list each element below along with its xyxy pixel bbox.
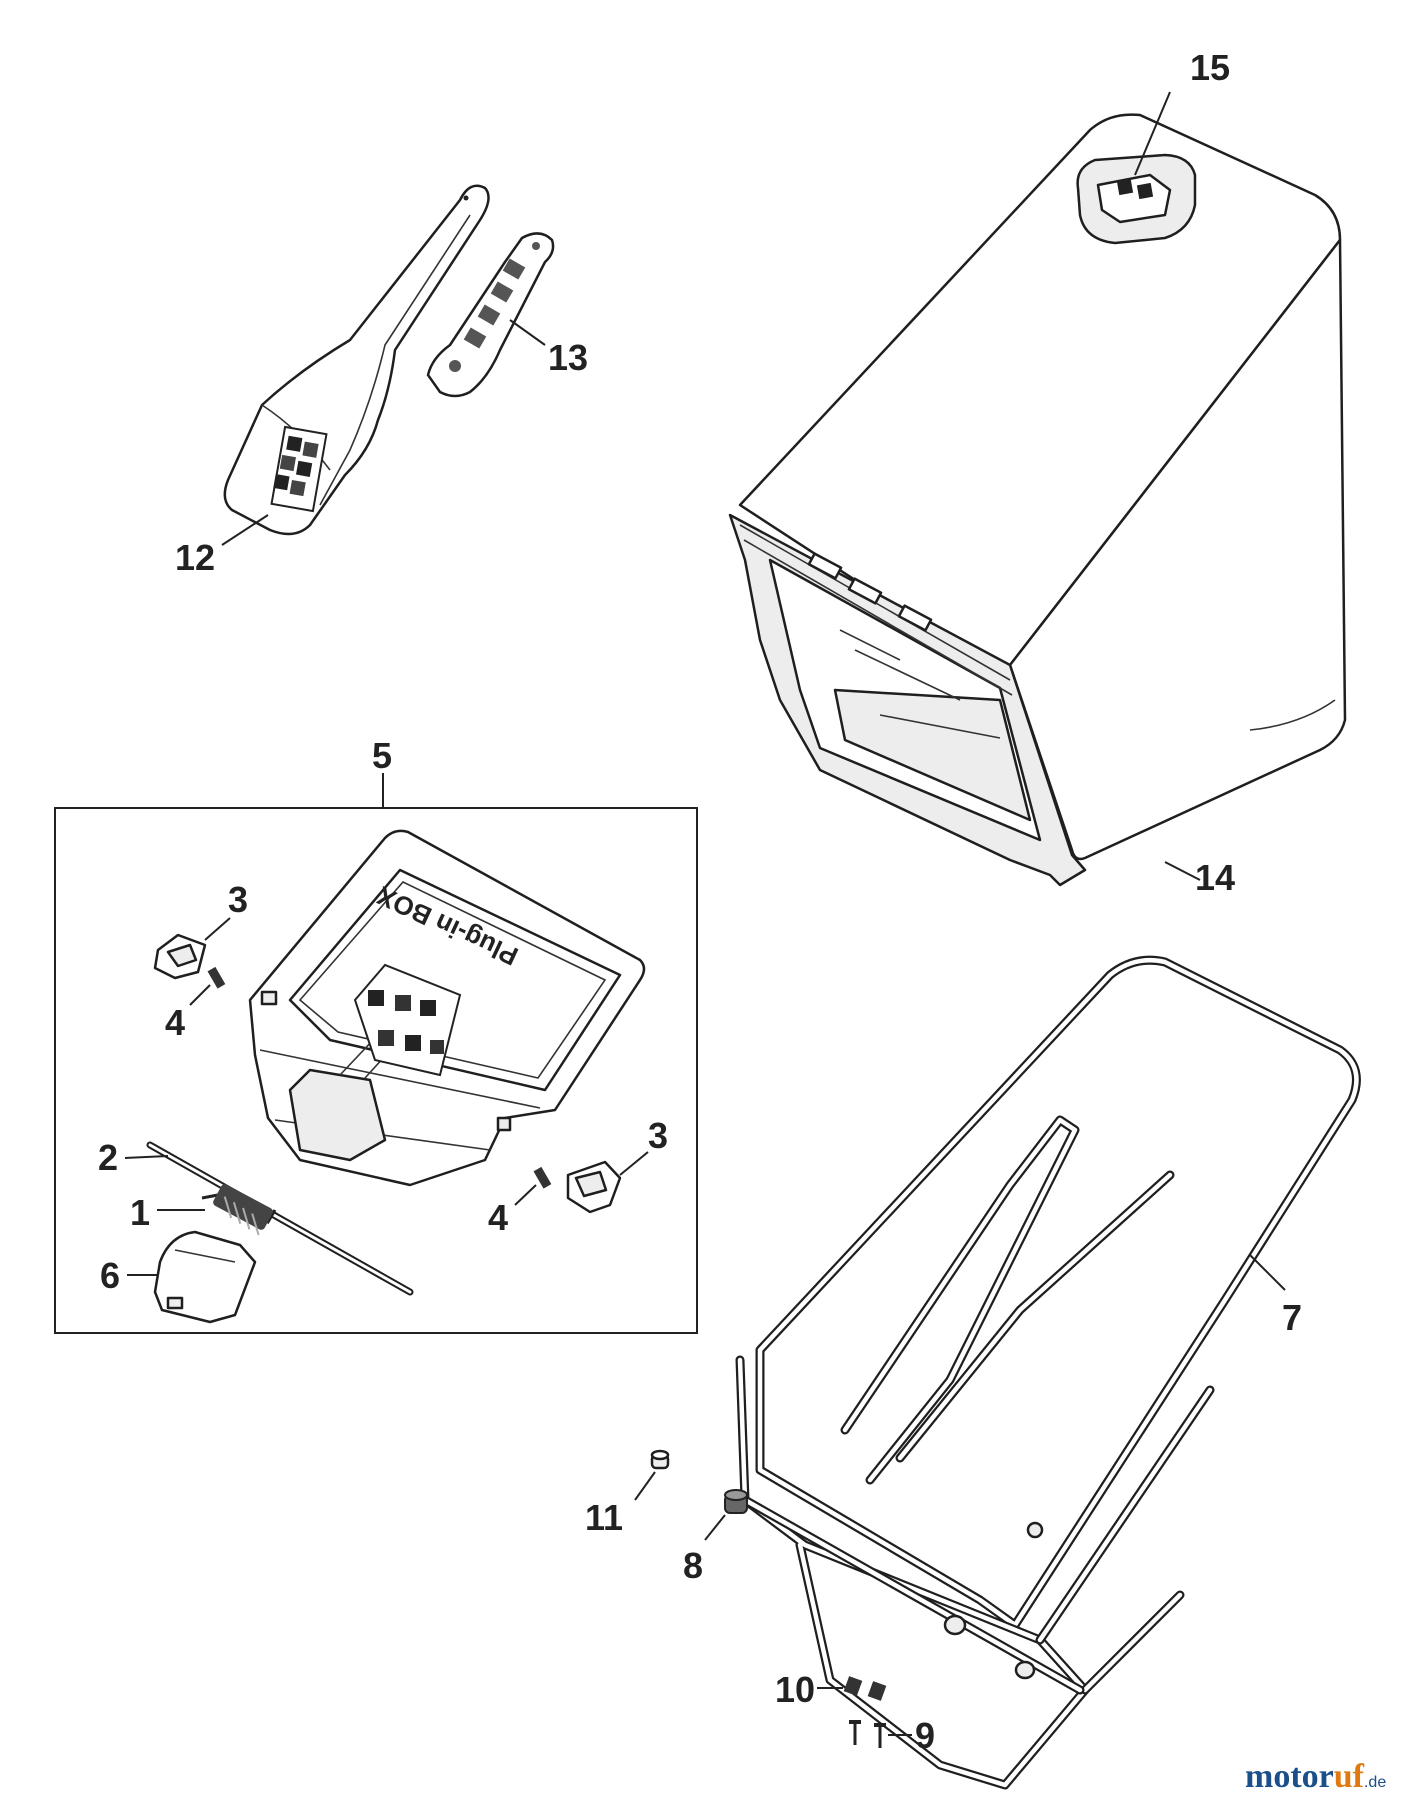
- hinge-clip-part-left: [153, 933, 207, 980]
- spring-pin-part-left: [207, 966, 226, 989]
- flap-assembly-box: [54, 807, 698, 1334]
- label-7: 7: [1282, 1297, 1302, 1338]
- label-8: 8: [683, 1545, 703, 1586]
- spring-cover-part: [153, 1230, 257, 1324]
- svg-text:motoruf.de: motoruf.de: [1245, 1758, 1386, 1795]
- label-1: 1: [130, 1192, 150, 1233]
- label-4-right: 4: [488, 1197, 508, 1238]
- watermark-main: motor: [1245, 1758, 1334, 1795]
- label-5: 5: [372, 735, 392, 776]
- fill-level-indicator-part: [426, 232, 555, 398]
- label-14: 14: [1195, 857, 1235, 898]
- bushing-part: [724, 1489, 748, 1514]
- label-10: 10: [775, 1669, 815, 1710]
- torsion-spring-part: [201, 1184, 277, 1236]
- label-13: 13: [548, 337, 588, 378]
- watermark-suffix: .de: [1364, 1774, 1386, 1791]
- hinge-rod-part: [146, 1141, 414, 1296]
- small-bushing-part: [650, 1449, 670, 1470]
- label-6: 6: [100, 1255, 120, 1296]
- handle-release-icon: [1116, 178, 1154, 200]
- label-4-left: 4: [165, 1002, 185, 1043]
- label-11: 11: [585, 1497, 623, 1538]
- label-9: 9: [915, 1715, 935, 1756]
- flap-decal-icon: [353, 963, 462, 1077]
- label-2: 2: [98, 1137, 118, 1178]
- screw-part: [849, 1720, 886, 1748]
- grass-catcher-bag-part: [728, 113, 1347, 887]
- site-watermark: motoruf.de: [1245, 1758, 1386, 1795]
- handle-cover-part: [223, 184, 490, 536]
- watermark-accent: uf: [1334, 1758, 1365, 1795]
- flap-cover-part: Plug-in BOX: [248, 829, 646, 1187]
- spring-pin-part-right: [533, 1166, 552, 1189]
- hinge-clip-part-right: [566, 1160, 622, 1214]
- label-15: 15: [1190, 47, 1230, 88]
- handle-cover-decal-icon: [270, 425, 328, 513]
- catcher-frame-part: [735, 955, 1361, 1790]
- wire-clip-part: [843, 1676, 887, 1701]
- label-3-left: 3: [228, 879, 248, 920]
- label-12: 12: [175, 537, 215, 578]
- label-3-right: 3: [648, 1115, 668, 1156]
